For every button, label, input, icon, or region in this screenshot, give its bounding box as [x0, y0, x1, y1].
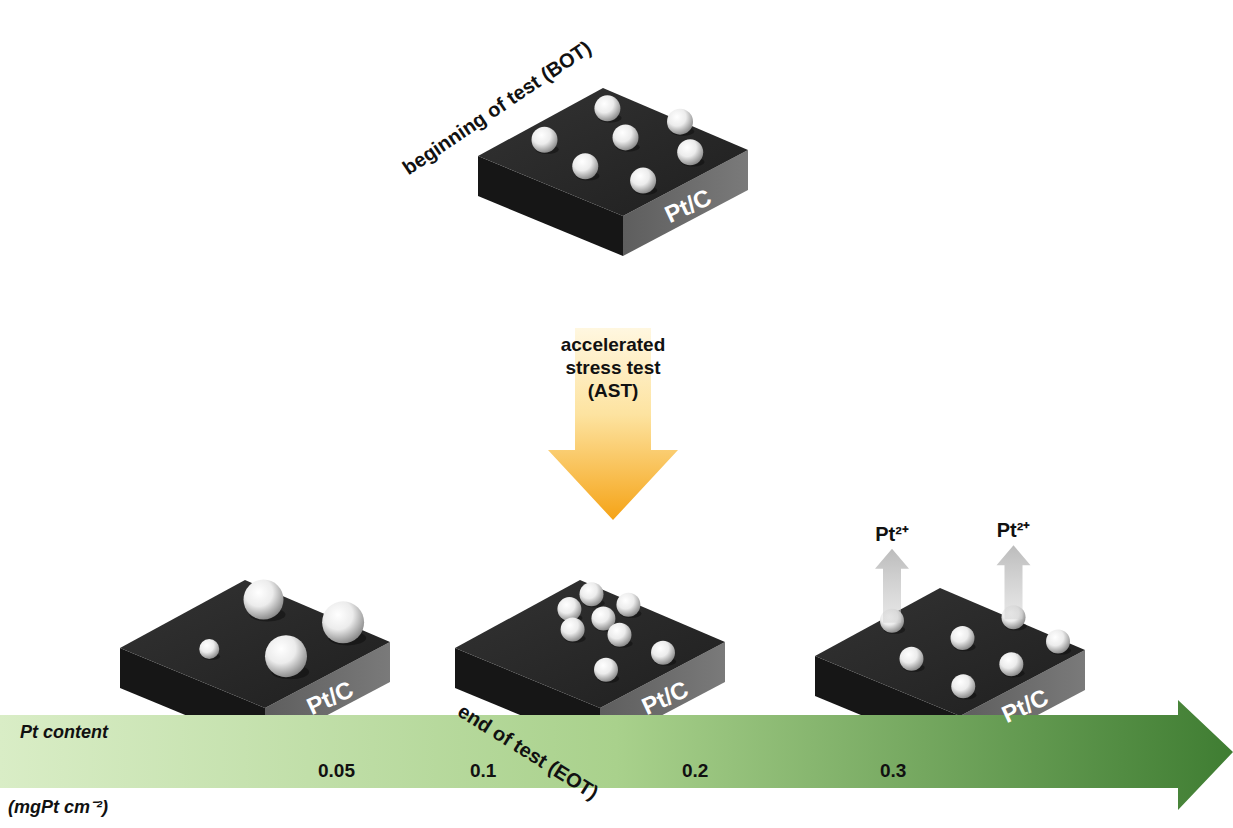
dissolution-arrow: [997, 545, 1031, 619]
block-drawing: [478, 88, 748, 258]
pt-nanoparticle: [613, 124, 639, 150]
pt-nanoparticle: [630, 168, 656, 194]
axis-title: (mgPt cm⁻²): [8, 794, 108, 818]
pt-nanoparticle: [199, 639, 219, 659]
pt-nanoparticle: [651, 641, 675, 665]
pt-nanoparticle: [951, 674, 975, 698]
pt-nanoparticle: [572, 153, 598, 179]
axis-arrow-shape: [0, 700, 1233, 810]
arrow-label: accelerated stress test (AST): [538, 334, 688, 402]
pt-nanoparticle: [1046, 630, 1070, 654]
dissolution-arrow: [875, 549, 909, 623]
pt-nanoparticle: [244, 580, 284, 620]
pt-nanoparticle: [677, 139, 703, 165]
ion-label: Pt²⁺: [997, 516, 1031, 543]
pt-nanoparticle: [594, 658, 618, 682]
pt-nanoparticle: [999, 652, 1023, 676]
pt-nanoparticle: [561, 618, 585, 642]
pt-nanoparticle: [322, 601, 364, 643]
pt-nanoparticle: [532, 127, 558, 153]
pt-nanoparticle: [900, 647, 924, 671]
pt-c-support-block: Pt/C: [478, 88, 748, 256]
pt-nanoparticle: [594, 95, 620, 121]
axis-arrow-body: [0, 700, 1233, 810]
pt-nanoparticle: [608, 623, 632, 647]
ion-label: Pt²⁺: [875, 519, 909, 546]
pt-nanoparticle: [557, 597, 581, 621]
pt-content-axis-arrow: Pt content(mgPt cm⁻²)0.050.10.20.3: [0, 700, 1233, 810]
axis-title: Pt content: [20, 722, 108, 743]
axis-tick-value: 0.2: [682, 760, 708, 782]
axis-tick-value: 0.3: [880, 760, 906, 782]
pt-nanoparticle: [667, 109, 693, 135]
pt-nanoparticle: [265, 635, 307, 677]
axis-tick-value: 0.05: [318, 760, 355, 782]
axis-tick-value: 0.1: [470, 760, 496, 782]
pt-nanoparticle: [951, 626, 975, 650]
pt-nanoparticle: [616, 593, 640, 617]
pt-nanoparticle: [580, 582, 604, 606]
